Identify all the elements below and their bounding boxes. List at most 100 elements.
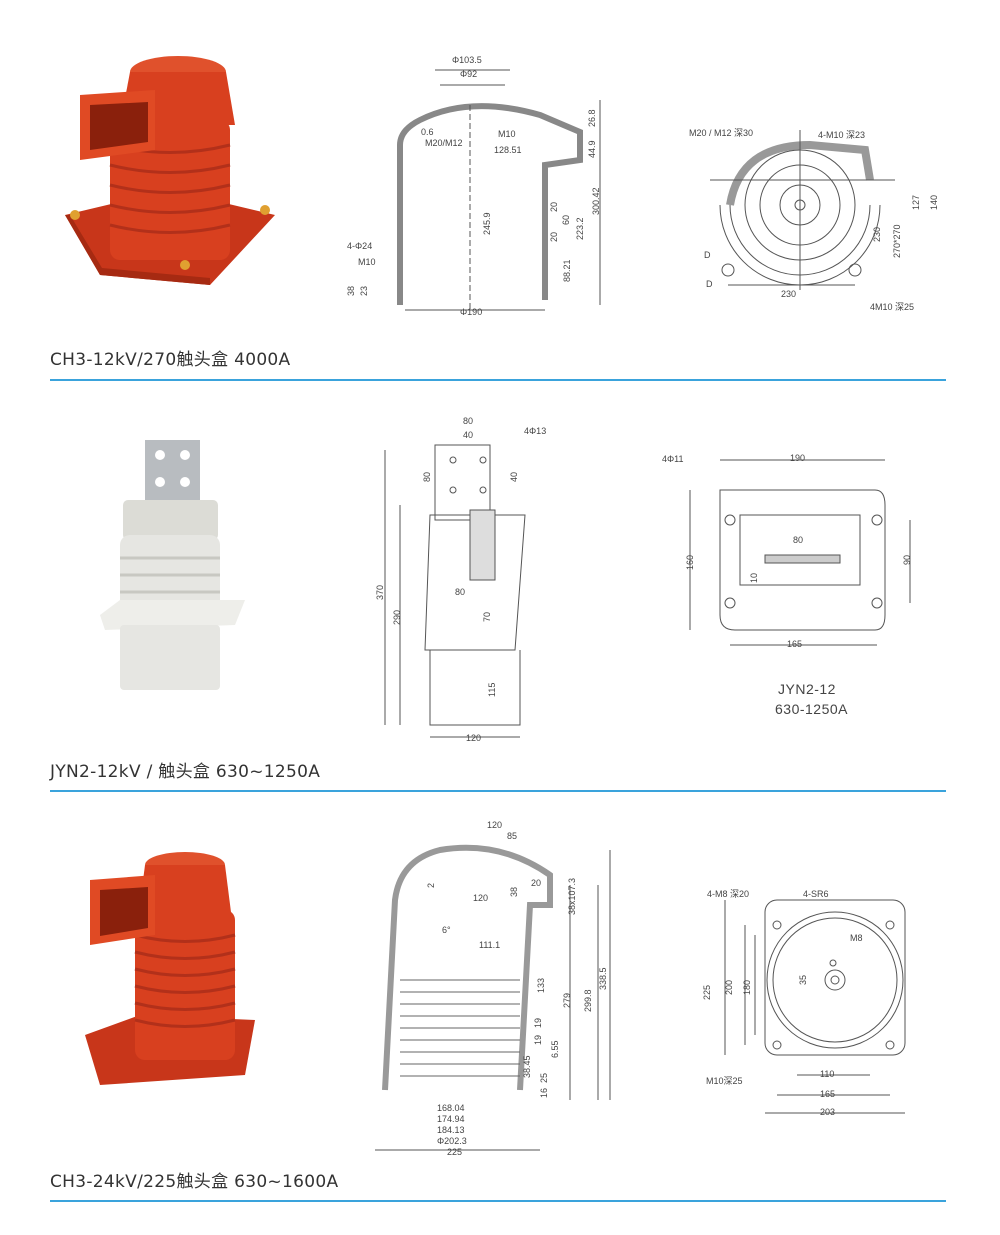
plan-label: M8 bbox=[850, 933, 863, 943]
dim-label: 120 bbox=[473, 893, 489, 903]
plan-view-ch3-24kv bbox=[724, 899, 906, 1114]
dim-label: 19 bbox=[533, 1034, 543, 1045]
plan-label: 230 bbox=[872, 226, 882, 242]
dim-label: 25 bbox=[539, 1072, 549, 1083]
dim-label: 44.9 bbox=[587, 140, 597, 158]
plan-label: 230 bbox=[781, 289, 797, 299]
dim-label: 20 bbox=[549, 201, 559, 212]
dim-label: 168.04 bbox=[437, 1103, 465, 1113]
dim-label: 88.21 bbox=[562, 259, 572, 282]
dim-label: 4Φ13 bbox=[524, 426, 547, 436]
dim-label: 4-Φ24 bbox=[347, 241, 373, 251]
dim-label: 38x107.3 bbox=[567, 877, 577, 915]
plan-label: D bbox=[706, 279, 713, 289]
plan-label: 140 bbox=[929, 194, 939, 210]
dim-label: Φ190 bbox=[460, 307, 483, 317]
dim-label: 299.8 bbox=[583, 989, 593, 1012]
plan-label: 10 bbox=[749, 572, 759, 583]
dim-label: 80 bbox=[455, 587, 466, 597]
dim-label: 40 bbox=[509, 471, 519, 482]
plan-label: 200 bbox=[724, 979, 734, 995]
dim-label: M10 bbox=[358, 257, 376, 267]
plan-view-jyn2-12kv bbox=[689, 459, 911, 646]
plan-label: 165 bbox=[820, 1089, 836, 1099]
drawing-caption-rating: 630-1250A bbox=[775, 701, 849, 717]
dim-label: 40 bbox=[463, 430, 474, 440]
drawing-caption-model: JYN2-12 bbox=[778, 681, 836, 697]
product-title: CH3-12kV/270触头盒 4000A bbox=[50, 350, 291, 370]
dim-label: 245.9 bbox=[482, 212, 492, 235]
dim-label: 370 bbox=[375, 584, 385, 600]
section-divider bbox=[50, 379, 946, 381]
plan-label: 110 bbox=[820, 1069, 835, 1079]
product-photo-ch3-12kv bbox=[65, 56, 275, 285]
dim-label: 6° bbox=[442, 925, 451, 935]
dim-label: 300.42 bbox=[591, 187, 601, 215]
section-divider bbox=[50, 1200, 946, 1202]
dim-label: 290 bbox=[392, 609, 402, 625]
dim-label: M10 bbox=[498, 129, 516, 139]
dim-label: 80 bbox=[463, 416, 474, 426]
dim-label: M20/M12 bbox=[425, 138, 463, 148]
dim-label: Φ92 bbox=[460, 69, 478, 79]
dim-label: Φ202.3 bbox=[437, 1136, 467, 1146]
plan-label: 270*270 bbox=[892, 224, 902, 258]
plan-label: 190 bbox=[790, 453, 806, 463]
dim-label: 128.51 bbox=[494, 145, 522, 155]
plan-label: M10深25 bbox=[706, 1076, 743, 1086]
plan-label: 80 bbox=[793, 535, 804, 545]
plan-label: 165 bbox=[787, 639, 803, 649]
plan-label: 225 bbox=[702, 984, 712, 1000]
dim-label: 184.13 bbox=[437, 1125, 465, 1135]
dim-label: 38 bbox=[346, 285, 356, 296]
product-title: CH3-24kV/225触头盒 630~1600A bbox=[50, 1172, 339, 1192]
plan-label: 4Φ11 bbox=[662, 454, 684, 464]
dim-label: 6.55 bbox=[550, 1040, 560, 1058]
plan-label: 35 bbox=[798, 974, 808, 985]
plan-label: D bbox=[704, 250, 711, 260]
dim-label: Φ103.5 bbox=[452, 55, 482, 65]
dim-label: 80 bbox=[422, 471, 432, 482]
product-title: JYN2-12kV / 触头盒 630~1250A bbox=[50, 762, 321, 782]
plan-view-ch3-12kv bbox=[710, 130, 895, 290]
dim-label: 26.8 bbox=[587, 109, 597, 127]
dim-label: 70 bbox=[482, 611, 492, 622]
plan-label: 180 bbox=[742, 979, 752, 995]
section-drawing-ch3-12kv bbox=[397, 69, 601, 311]
dim-label: 225 bbox=[447, 1147, 463, 1157]
dim-label: 60 bbox=[561, 214, 571, 225]
dim-label: 20 bbox=[549, 231, 559, 242]
dim-label: 2 bbox=[426, 882, 436, 888]
dim-label: 115 bbox=[487, 682, 497, 697]
dim-label: 338.5 bbox=[598, 967, 608, 990]
dim-label: 0.6 bbox=[421, 127, 434, 137]
dim-label: 174.94 bbox=[437, 1114, 465, 1124]
dim-label: 279 bbox=[562, 992, 572, 1008]
dim-label: 19 bbox=[533, 1017, 543, 1028]
section-divider bbox=[50, 790, 946, 792]
plan-label: 4-SR6 bbox=[803, 889, 829, 899]
dim-label: 120 bbox=[487, 820, 503, 830]
section-drawing-jyn2-12kv bbox=[384, 444, 526, 738]
dim-label: 223.2 bbox=[575, 217, 585, 240]
plan-label: 203 bbox=[820, 1107, 836, 1117]
plan-label: 4M10 深25 bbox=[870, 302, 915, 312]
plan-label: 160 bbox=[685, 554, 695, 570]
plan-label: M20 / M12 深30 bbox=[689, 128, 754, 138]
dim-label: 120 bbox=[466, 733, 482, 743]
product-photo-jyn2-12kv bbox=[100, 440, 245, 690]
dim-label: 133 bbox=[536, 977, 546, 993]
section-drawing-ch3-24kv bbox=[375, 844, 611, 1151]
product-photo-ch3-24kv bbox=[85, 852, 255, 1085]
dim-label: 20 bbox=[531, 878, 542, 888]
dim-label: 38 bbox=[509, 886, 519, 897]
plan-label: 90 bbox=[902, 554, 912, 565]
plan-label: 127 bbox=[911, 194, 921, 210]
dim-label: 16 bbox=[539, 1087, 549, 1098]
plan-label: 4-M8 深20 bbox=[707, 889, 750, 899]
dim-label: 23 bbox=[359, 285, 369, 296]
dim-label: 111.1 bbox=[479, 940, 501, 950]
dim-label: 85 bbox=[507, 831, 518, 841]
plan-label: 4-M10 深23 bbox=[818, 130, 866, 140]
